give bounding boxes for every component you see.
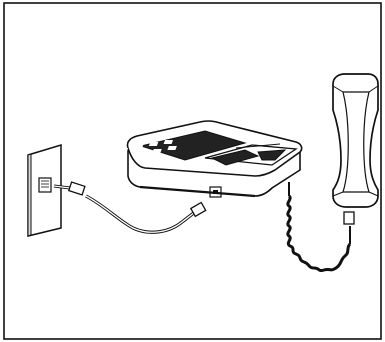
wall-plug: [67, 181, 86, 196]
keypad-keys: [99, 136, 177, 156]
telephone-base: [99, 120, 303, 198]
coil-wire: [286, 194, 352, 273]
coiled-handset-cord: [286, 182, 355, 273]
cradle-earpiece-well: [210, 149, 260, 166]
phone-plug: [189, 201, 207, 218]
handset: [332, 73, 379, 208]
handset-plug: [343, 211, 355, 225]
wall-jack: [27, 143, 62, 237]
cradle-mouthpiece-well: [257, 149, 287, 161]
line-cord: [53, 181, 207, 234]
wall-jack-socket: [38, 177, 52, 193]
keypad-area: [139, 130, 247, 161]
wall-plate-edge: [27, 153, 32, 237]
